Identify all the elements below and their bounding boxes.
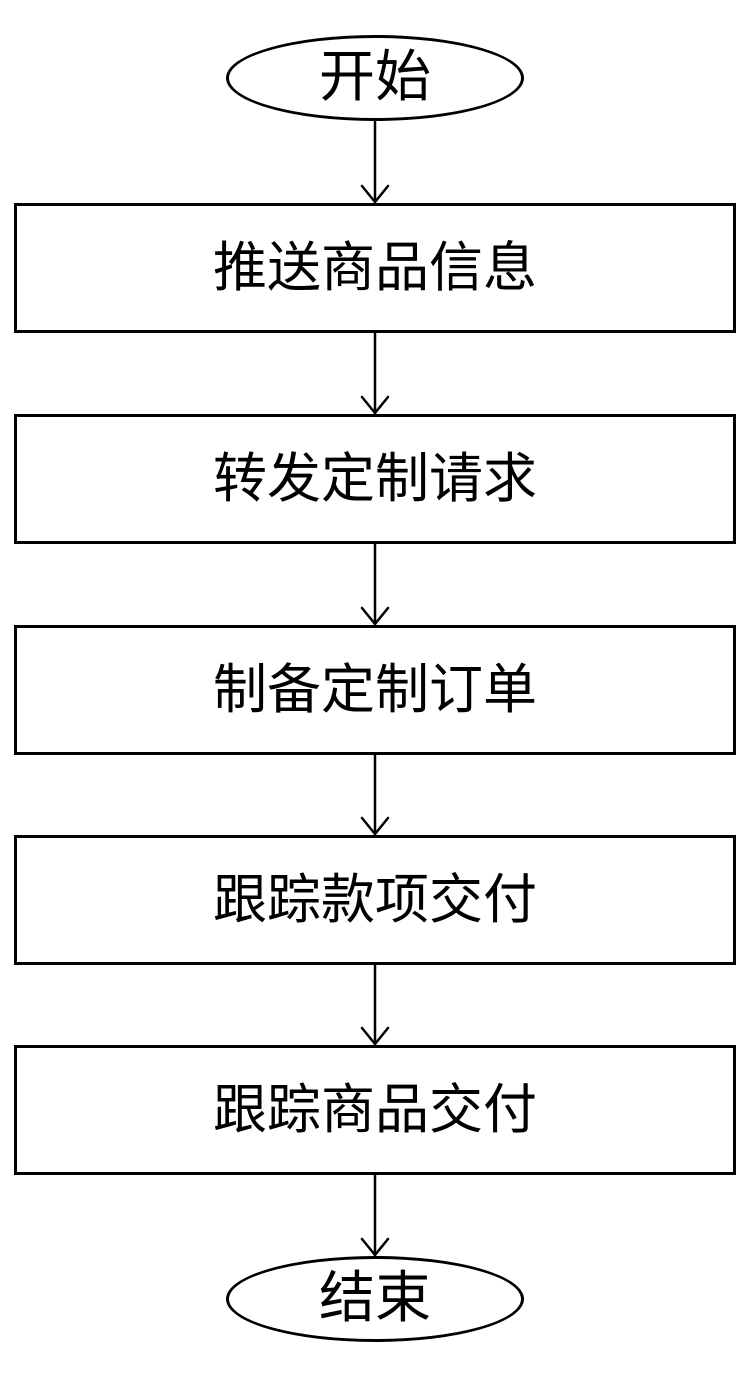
start-terminal: 开始: [226, 35, 524, 121]
connector-arrow: [360, 963, 390, 1046]
step-push-product-info: 推送商品信息: [14, 203, 736, 333]
connector-arrow: [360, 331, 390, 415]
step-label: 制备定制订单: [213, 658, 537, 721]
step-label: 跟踪款项交付: [213, 868, 537, 931]
connector-arrow: [360, 1173, 390, 1257]
start-label: 开始: [319, 45, 431, 110]
step-track-product-delivery: 跟踪商品交付: [14, 1045, 736, 1175]
step-label: 跟踪商品交付: [213, 1078, 537, 1141]
connector-arrow: [360, 542, 390, 626]
step-label: 转发定制请求: [213, 447, 537, 510]
end-terminal: 结束: [226, 1256, 524, 1342]
end-label: 结束: [319, 1266, 431, 1331]
step-label: 推送商品信息: [213, 236, 537, 299]
connector-arrow: [360, 119, 390, 204]
step-track-payment-delivery: 跟踪款项交付: [14, 835, 736, 965]
step-forward-custom-request: 转发定制请求: [14, 414, 736, 544]
connector-arrow: [360, 753, 390, 836]
step-prepare-custom-order: 制备定制订单: [14, 625, 736, 755]
